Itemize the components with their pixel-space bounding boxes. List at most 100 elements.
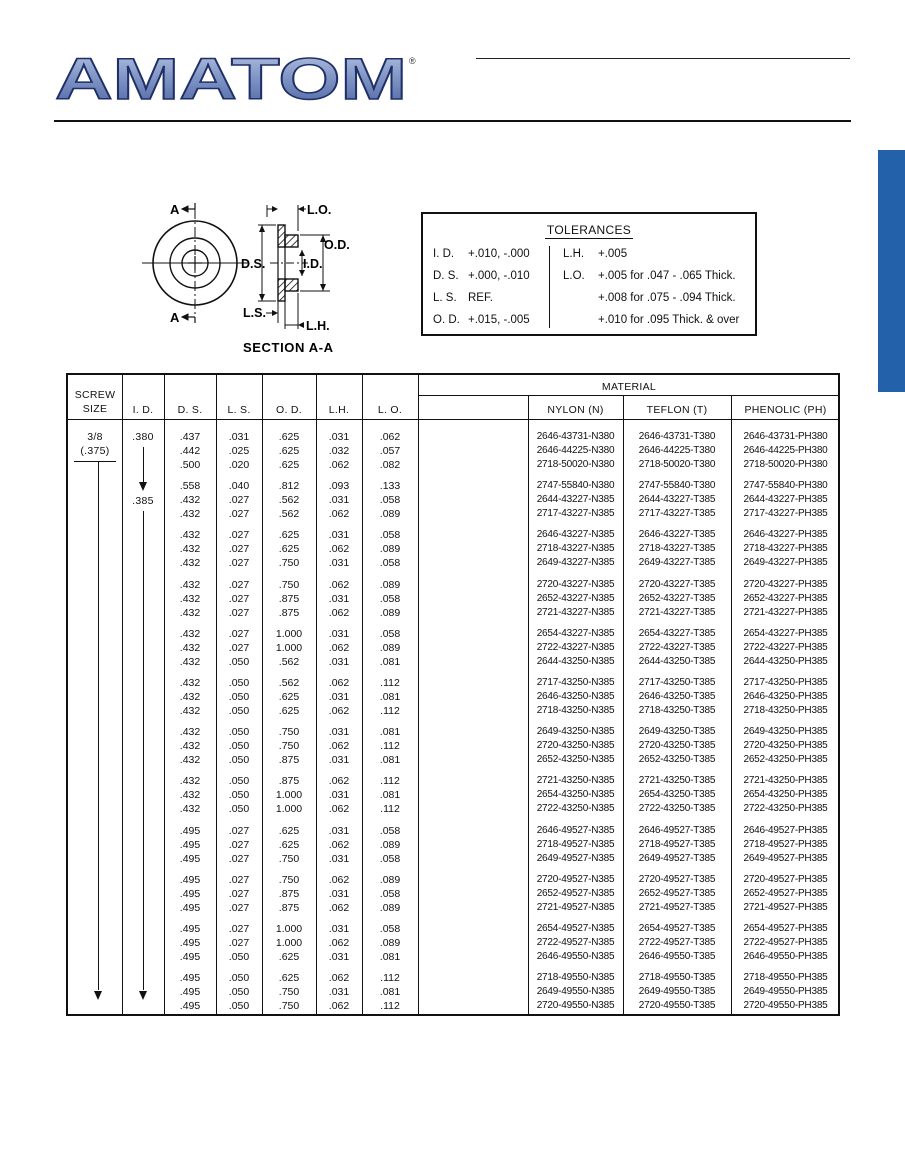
- phenolic-part-number: 2722-49527-PH385: [743, 937, 828, 948]
- phenolic-part-number: 2654-43227-PH385: [743, 627, 828, 639]
- ds-value: .495: [179, 887, 201, 900]
- nylon-part-number: 2646-44225-N380: [536, 445, 615, 456]
- id-arrow-head-2: [139, 991, 147, 1000]
- teflon-part-number: 2720-43250-T385: [638, 740, 716, 752]
- phenolic-part-number: 2649-43250-PH385: [743, 726, 828, 738]
- tolerance-label: L. S.: [433, 292, 457, 304]
- lh-value: .031: [328, 923, 350, 935]
- tolerance-value: +.000, -.010: [468, 270, 530, 282]
- ls-value: .050: [228, 655, 250, 668]
- phenolic-part-number: 2649-43227-PH385: [743, 557, 828, 569]
- lh-value: .062: [328, 937, 350, 949]
- ds-value: .495: [179, 901, 201, 914]
- section-caption: SECTION A-A: [243, 340, 334, 355]
- od-value: .875: [278, 887, 300, 900]
- teflon-part-number: 2720-49527-T385: [638, 873, 716, 885]
- phenolic-part-number: 2718-50020-PH380: [743, 459, 828, 470]
- teflon-part-number: 2644-43250-T385: [638, 655, 716, 667]
- lh-value: .062: [328, 1000, 350, 1013]
- od-value: .750: [278, 740, 300, 753]
- od-value: 1.000: [275, 803, 303, 816]
- ds-value: .432: [179, 529, 201, 542]
- lh-value: .031: [328, 627, 350, 640]
- tolerance-value: +.010 for .095 Thick. & over: [598, 314, 740, 326]
- header-rule-short: [476, 58, 850, 59]
- ls-value: .040: [228, 480, 250, 493]
- nylon-part-number: 2644-43227-N385: [536, 494, 615, 506]
- phenolic-part-number: 2718-49527-PH385: [743, 838, 828, 850]
- lh-value: .031: [328, 951, 350, 963]
- ds-value: .432: [179, 705, 201, 717]
- teflon-part-number: 2717-43227-T385: [638, 508, 716, 520]
- tolerance-value: +.015, -.005: [468, 314, 530, 326]
- ds-value: .432: [179, 726, 201, 739]
- phenolic-part-number: 2718-43227-PH385: [743, 543, 828, 555]
- ls-value: .027: [228, 937, 250, 949]
- screw-size-underline: [74, 461, 116, 462]
- od-value: .812: [278, 480, 300, 493]
- lo-value: .089: [379, 901, 401, 914]
- od-value: .875: [278, 606, 300, 619]
- phenolic-part-number: 2646-49550-PH385: [743, 951, 828, 962]
- lo-value: .081: [379, 789, 401, 802]
- nylon-part-number: 2646-43731-N380: [536, 431, 615, 442]
- ls-value: .050: [228, 986, 250, 999]
- nylon-part-number: 2646-49550-N385: [536, 951, 615, 962]
- od-value: .875: [278, 754, 300, 767]
- ls-value: .027: [228, 627, 250, 640]
- phenolic-part-number: 2654-43250-PH385: [743, 789, 828, 801]
- nylon-part-number: 2718-49527-N385: [536, 838, 615, 850]
- lo-value: .089: [379, 937, 401, 949]
- tolerance-label: L.O.: [563, 270, 585, 282]
- ls-value: .050: [228, 972, 250, 985]
- lo-value: .112: [380, 803, 400, 816]
- ds-value: .495: [179, 937, 201, 949]
- ds-value: .500: [179, 459, 201, 471]
- teflon-part-number: 2722-43250-T385: [638, 803, 716, 815]
- ls-value: .050: [228, 775, 250, 788]
- col-rule: [623, 395, 624, 1016]
- od-value: 1.000: [275, 627, 303, 640]
- header-lo: L. O.: [377, 404, 403, 416]
- section-view: [258, 205, 330, 329]
- od-value: .625: [278, 543, 300, 556]
- lo-value: .089: [379, 578, 401, 591]
- tolerance-value: +.008 for .075 - .094 Thick.: [598, 292, 736, 304]
- teflon-part-number: 2649-43227-T385: [638, 557, 716, 569]
- ls-value: .050: [228, 691, 250, 703]
- ds-value: .432: [179, 655, 201, 668]
- lo-value: .081: [379, 754, 401, 767]
- ds-value: .432: [179, 592, 201, 605]
- od-value: 1.000: [275, 937, 303, 949]
- nylon-part-number: 2718-43250-N385: [536, 705, 615, 716]
- phenolic-part-number: 2646-43250-PH385: [743, 691, 828, 702]
- ls-value: .050: [228, 789, 250, 802]
- nylon-part-number: 2721-43250-N385: [536, 775, 615, 787]
- ls-value: .050: [228, 951, 250, 963]
- nylon-part-number: 2721-49527-N385: [536, 901, 615, 913]
- header-od: O. D.: [275, 404, 302, 416]
- col-rule: [164, 375, 165, 1016]
- od-value: .750: [278, 1000, 300, 1013]
- ls-value: .027: [228, 824, 250, 837]
- od-value: .750: [278, 852, 300, 865]
- ds-value: .495: [179, 923, 201, 935]
- lh-value: .062: [328, 740, 350, 753]
- phenolic-part-number: 2718-49550-PH385: [743, 972, 828, 984]
- lh-value: .031: [328, 726, 350, 739]
- od-value: .625: [278, 691, 300, 703]
- lo-value: .089: [379, 606, 401, 619]
- teflon-part-number: 2654-49527-T385: [638, 923, 716, 934]
- header-rule: [54, 120, 851, 122]
- lh-value: .093: [328, 480, 350, 493]
- tolerance-value: +.005: [598, 248, 628, 260]
- ds-value: .432: [179, 677, 201, 689]
- ls-value: .027: [228, 901, 250, 914]
- lo-value: .112: [380, 972, 400, 985]
- od-label: O.D.: [324, 238, 350, 252]
- id-arrow-line: [143, 447, 144, 483]
- od-value: .625: [278, 705, 300, 717]
- ds-value: .432: [179, 803, 201, 816]
- lh-value: .062: [328, 838, 350, 851]
- lh-value: .032: [328, 445, 350, 457]
